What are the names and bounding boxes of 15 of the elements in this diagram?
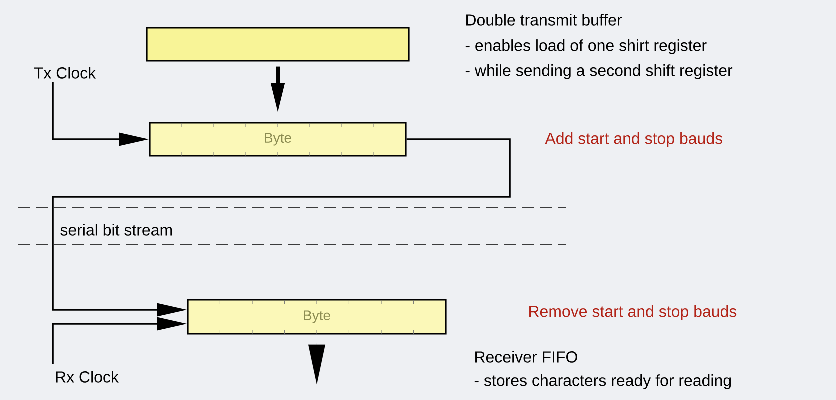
clock-label: Rx Clock [56, 371, 119, 383]
register-box: Byte [149, 122, 407, 157]
clock-label: Tx Clock [34, 67, 96, 79]
stream-label: serial bit stream [60, 224, 172, 236]
arrow [308, 344, 326, 385]
note-text: - while sending a second shift register [466, 64, 733, 80]
heading-text: Receiver FIFO [476, 351, 578, 363]
arrow [52, 138, 511, 317]
annotation-text: Add start and stop bauds [545, 132, 722, 148]
buffer-box [146, 27, 410, 62]
note-text: - enables load of one shirt register [466, 40, 707, 54]
annotation-text: Remove start and stop bauds [530, 306, 737, 320]
heading-text: Double transmit buffer [466, 14, 622, 26]
register-box: Byte [187, 299, 447, 335]
note-text: - stores characters ready for reading [474, 374, 732, 390]
